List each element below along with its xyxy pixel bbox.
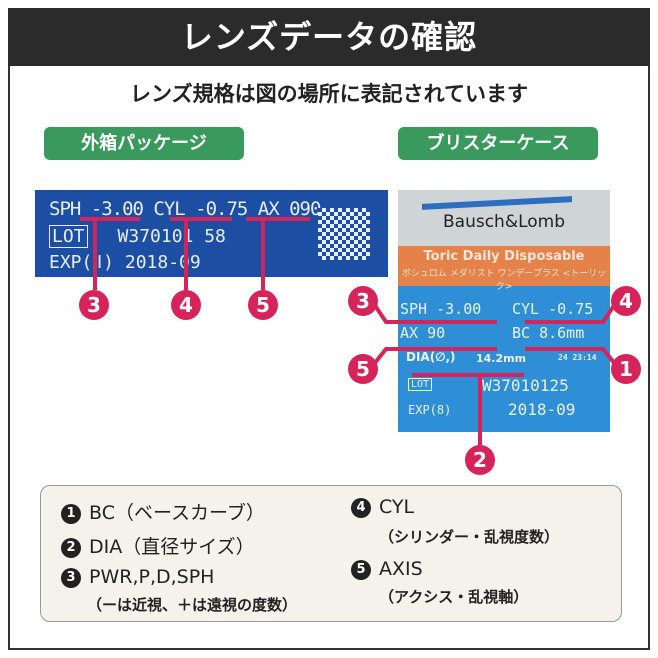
package-lot-line: LOT W370101 58 [49, 225, 226, 248]
legend-item-bc: 1 BC（ベースカーブ） [61, 498, 265, 525]
marker-5-blister: 5 [348, 354, 378, 384]
product-name: Toric Daily Disposable [423, 249, 585, 264]
marker-5-package: 5 [248, 290, 278, 320]
legend-number: 5 [351, 560, 371, 580]
lot-label: LOT [49, 225, 88, 248]
lot-value: W370101 58 [117, 226, 226, 247]
brand-logo: Bausch&Lomb [442, 212, 565, 232]
product-band: Toric Daily Disposable ボシュロム メダリスト ワンデープ… [398, 246, 610, 292]
legend-item-sph: 3 PWR,P,D,SPH [61, 566, 214, 588]
marker-3-blister: 3 [348, 286, 378, 316]
blister-image: Bausch&Lomb Toric Daily Disposable ボシュロム… [398, 190, 610, 432]
blister-cyl: CYL -0.75 [512, 300, 594, 318]
legend-item-cyl: 4 CYL [351, 496, 414, 518]
package-exp: EXP(ǁ) 2018-09 [49, 252, 201, 273]
legend-number: 4 [351, 498, 371, 518]
blister-dia: 14.2mm [476, 352, 527, 365]
blister-exp: 2018-09 [508, 400, 576, 419]
datamatrix-code [318, 208, 370, 260]
legend-number: 2 [61, 538, 81, 558]
package-label: 外箱パッケージ [44, 127, 244, 160]
legend-sub-cyl: （シリンダー・乱視度数） [379, 528, 560, 546]
page-title: レンズデータの確認 [8, 8, 650, 66]
legend-sub-sph: （ーは近視、＋は遠視の度数） [87, 596, 298, 614]
blister-exp-label: EXP(8) [408, 403, 452, 417]
subtitle: レンズ規格は図の場所に表記されています [130, 82, 528, 106]
blister-ax: AX 90 [400, 324, 446, 342]
blister-code: 24 23:14 [558, 353, 597, 362]
blister-lot-label: LOT [408, 378, 433, 391]
blister-label: ブリスターケース [398, 127, 598, 160]
marker-3-package: 3 [79, 290, 109, 320]
product-name-jp: ボシュロム メダリスト ワンデープラス <トーリック> [401, 269, 607, 292]
legend-number: 1 [61, 504, 81, 524]
marker-4-blister: 4 [611, 286, 641, 316]
legend-label: CYL [379, 496, 415, 518]
blister-lot: W37010125 [482, 376, 569, 395]
legend-box: 1 BC（ベースカーブ） 2 DIA（直径サイズ） 3 PWR,P,D,SPH （ーは… [40, 485, 622, 622]
package-spec-line: SPH -3.00 CYL -0.75 AX 090 [49, 198, 321, 220]
legend-label: DIA（直径サイズ） [89, 536, 255, 558]
marker-1-blister: 1 [611, 354, 641, 384]
legend-label: BC（ベースカーブ） [89, 502, 265, 524]
blister-bc: BC 8.6mm [512, 324, 585, 342]
legend-item-dia: 2 DIA（直径サイズ） [61, 532, 255, 559]
legend-label: AXIS [379, 558, 423, 580]
marker-4-package: 4 [171, 290, 201, 320]
marker-2-blister: 2 [465, 445, 495, 475]
legend-label: PWR,P,D,SPH [89, 566, 215, 588]
blister-sph: SPH -3.00 [400, 300, 482, 318]
legend-number: 3 [61, 568, 81, 588]
blister-dia-label: DIA(∅,) [406, 350, 456, 364]
legend-item-axis: 5 AXIS [351, 558, 423, 580]
legend-sub-axis: （アクシス・乱視軸） [379, 588, 529, 606]
